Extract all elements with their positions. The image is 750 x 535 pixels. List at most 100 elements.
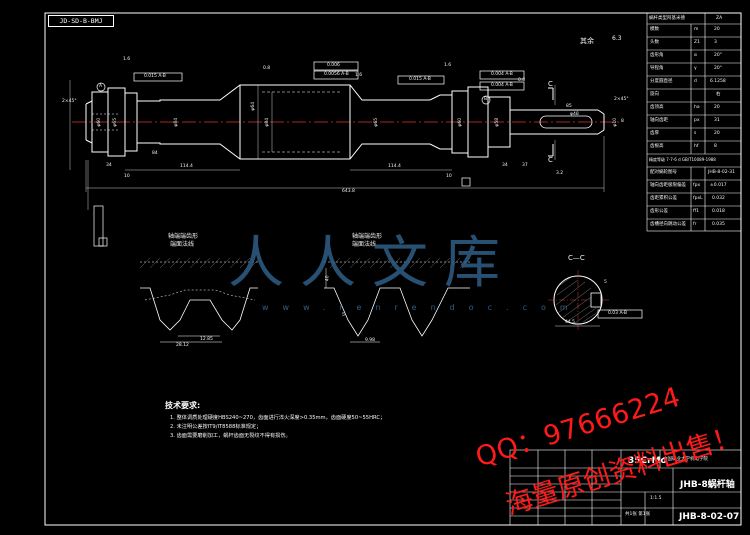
- datum-b: B: [484, 97, 488, 102]
- param-row-sym: m: [694, 27, 699, 32]
- param-header: 蜗杆类型阿基米德: [649, 16, 685, 21]
- tooth-hatch-right: [329, 257, 471, 269]
- section-cc-title: C—C: [568, 254, 585, 262]
- tol-frame-4: 0.015 A-B: [409, 77, 431, 82]
- param-row-sym: α: [694, 53, 697, 58]
- param2-row-val: JHB-8-02-31: [708, 170, 735, 175]
- tech-req-line: 1. 整体调质处理硬度HBS240~270，齿面进行淬火深度>0.35mm，齿面…: [170, 415, 386, 421]
- param-row-val: 3: [714, 40, 717, 45]
- section-label-top: C: [548, 80, 553, 88]
- tooth-dim-4: 5: [342, 313, 345, 318]
- tooth-profile-left: [140, 261, 258, 343]
- watermark-url: www.renrendoc.com: [262, 303, 582, 312]
- dia-6: φ65: [374, 117, 380, 127]
- param-row-name: 齿根高: [650, 144, 664, 149]
- title-scale: 1:1.5: [650, 496, 662, 501]
- dia-8: φ58: [495, 117, 501, 127]
- param-row-name: 齿形角: [650, 53, 664, 58]
- dia-9: φ48: [570, 112, 579, 117]
- title-part-name: JHB-8蜗杆轴: [680, 480, 735, 490]
- datum-a: A: [99, 84, 103, 89]
- drawing-border: [44, 12, 742, 526]
- param-row-val: 20°: [714, 53, 722, 58]
- param-row-val: 8: [714, 144, 717, 149]
- tol-frame-2: 0.006: [327, 63, 340, 68]
- len-7: 10: [446, 174, 452, 179]
- param-row-name: 导程角: [650, 66, 664, 71]
- param-row-sym: s: [694, 131, 697, 136]
- param-header-value: ZA: [716, 16, 723, 21]
- rough-mark-3: 1.6: [355, 73, 363, 78]
- param-row-val: 右: [716, 92, 721, 97]
- section-label-bottom: C: [548, 156, 553, 164]
- tooth-right-sub: 端面法线: [352, 241, 377, 248]
- len-total: 643.8: [342, 189, 355, 194]
- param-precision: 精度等级 7-7-6 d GB/T10089-1988: [649, 157, 716, 162]
- tech-req-line: 3. 齿面需要磨削加工，蜗杆齿面无裂纹不得有损伤。: [170, 433, 291, 439]
- tech-req-title: 技术要求:: [165, 401, 201, 410]
- param-table-grid: [646, 12, 742, 232]
- technical-requirements: 技术要求: 1. 整体调质处理硬度HBS240~270，齿面进行淬火深度>0.3…: [165, 400, 386, 439]
- tol-frame-7: 0.03 A-B: [608, 311, 627, 316]
- param-row-name: 模数: [650, 27, 659, 32]
- param2-row-name: 轴向齿距极限偏差: [650, 183, 686, 188]
- param2-row-name: 齿槽径向跳动公差: [650, 222, 686, 227]
- param-row-sym: ha: [694, 105, 700, 110]
- watermark-logo: 人人文库: [228, 231, 516, 296]
- dia-1: φ60: [97, 117, 103, 127]
- len-10: 8: [621, 119, 624, 124]
- drawing-code-box: JD-SD-B-BMJ: [48, 15, 114, 27]
- param-row-name: 轴向齿距: [650, 118, 668, 123]
- len-4: 114.4: [388, 164, 401, 169]
- dia-7: φ60: [458, 117, 464, 127]
- param2-row-name: 齿形公差: [650, 209, 668, 214]
- param-row-name: 旋向: [650, 92, 659, 97]
- tooth-dim-5: 9.98: [365, 338, 376, 343]
- len-6: 10: [124, 174, 130, 179]
- param2-row-val: ±0.017: [710, 183, 727, 188]
- tooth-left-sub: 端面法线: [170, 241, 195, 248]
- param-row-name: 头数: [650, 40, 659, 45]
- param2-row-sym: fpx: [693, 183, 701, 188]
- param-row-val: 31: [714, 118, 720, 123]
- param-row-val: 20°: [714, 66, 722, 71]
- dia-5: φ84: [265, 117, 271, 127]
- rough-mark-5: 0.8: [518, 78, 526, 83]
- param2-row-name: 配对蜗轮图号: [650, 170, 677, 175]
- shaft-view: [72, 84, 622, 160]
- param-row-val: 20: [714, 131, 720, 136]
- param-row-sym: Z1: [694, 40, 700, 45]
- rough-mark-6: 3.2: [556, 171, 564, 176]
- rough-mark-2: 0.8: [263, 66, 271, 71]
- title-material: 35CrMo: [628, 456, 667, 466]
- title-drawing-no: JHB-8-02-07: [679, 512, 740, 522]
- dia-3: φ84: [174, 117, 180, 127]
- dia-4: φ64: [251, 101, 257, 111]
- rough-mark-4: 1.6: [444, 63, 452, 68]
- len-5: 34: [502, 163, 508, 168]
- param2-row-val: 0.018: [712, 209, 725, 214]
- title-block-grid: [509, 449, 742, 526]
- len-2: 84: [152, 151, 158, 156]
- dia-10: φ10: [613, 117, 619, 127]
- dimension-lines: [69, 80, 605, 210]
- section-cc: [548, 270, 610, 330]
- param-row-sym: d: [694, 79, 697, 84]
- param2-row-name: 齿距累积公差: [650, 196, 677, 201]
- tol-frame-3: 0.0056 A-B: [324, 72, 349, 77]
- tooth-dim-1: 28.12: [176, 343, 189, 348]
- tooth-hatch-left: [139, 257, 259, 269]
- param2-row-val: 0.032: [712, 196, 725, 201]
- roughness-rest: 6.3: [612, 35, 622, 42]
- param-row-sym: γ: [694, 66, 697, 71]
- param-row-sym: hf: [694, 144, 699, 149]
- surface-note: 其余: [580, 37, 594, 45]
- param-row-val: 20: [714, 105, 720, 110]
- title-sheet: 共1张 第1张: [625, 512, 651, 517]
- param2-row-sym: fpxL: [693, 196, 703, 201]
- param2-row-sym: ff1: [693, 209, 699, 214]
- chamfer-right: 2×45°: [614, 97, 629, 102]
- len-1: 34: [106, 163, 112, 168]
- tooth-dim-2: 12.85: [200, 337, 213, 342]
